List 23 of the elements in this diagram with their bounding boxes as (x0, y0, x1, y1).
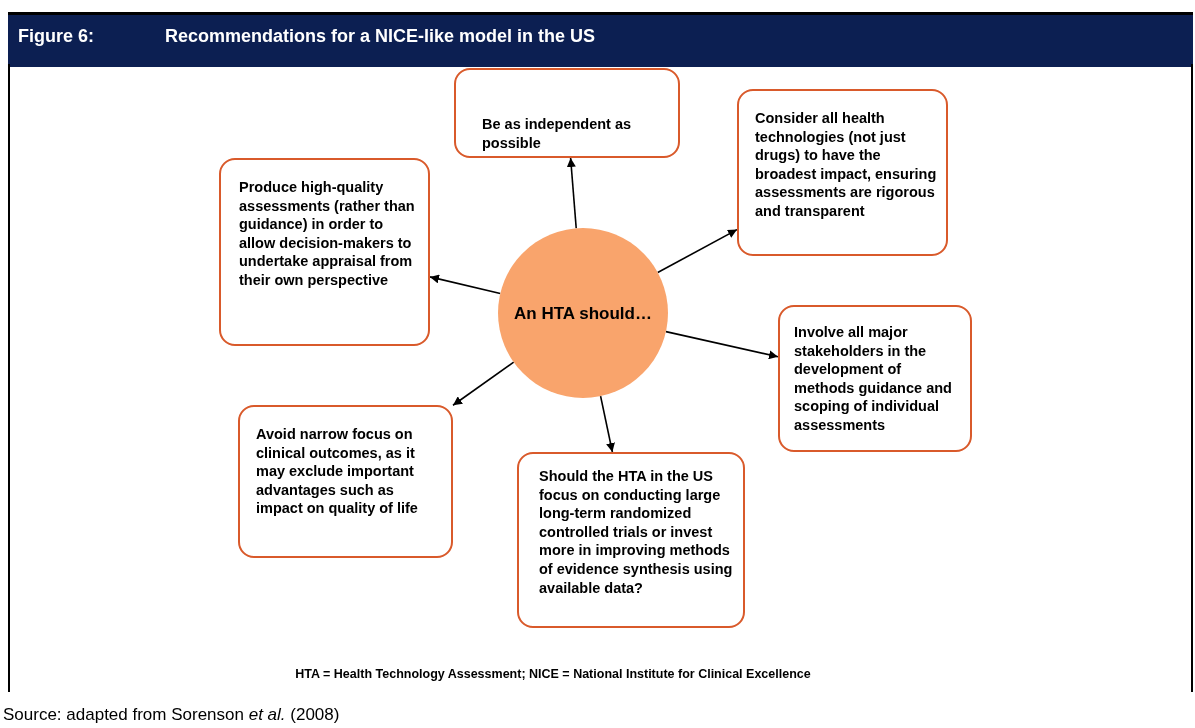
box-text: Consider all health technologies (not just drugs) to have the broadest impact, ensuring assessments are rigorous and transparent (755, 109, 938, 221)
abbreviation-note: HTA = Health Technology Assessment; NICE = National Institute for Clinical Excellence (294, 667, 812, 681)
box-text: Avoid narrow focus on clinical outcomes, as it may exclude important advantages such as impact on quality of life (256, 425, 419, 518)
recommendation-box (737, 89, 948, 256)
recommendation-box (517, 452, 745, 628)
source-note: Source: adapted from Sorenson et al. (2008) (3, 705, 340, 725)
arrow (429, 274, 502, 295)
arrow (566, 157, 577, 230)
figure-number: Figure 6: (18, 26, 94, 47)
box-text: Should the HTA in the US focus on conducting large long-term randomized controlled trials or invest more in improving methods of evidence synthesis using available data? (539, 467, 734, 598)
box-text: Involve all major stakeholders in the development of methods guidance and scoping of individual assessments (794, 323, 953, 435)
arrow (665, 330, 779, 360)
figure-title: Recommendations for a NICE-like model in the US (165, 26, 596, 47)
arrow (452, 361, 515, 407)
recommendation-box (778, 305, 972, 452)
recommendation-box (238, 405, 453, 558)
box-text: Produce high-quality assessments (rather than guidance) in order to allow decision-makers to undertake appraisal from their own perspective (239, 178, 416, 290)
arrow (599, 395, 615, 453)
box-text: Be as independent as possible (482, 115, 633, 153)
arrow (656, 228, 738, 274)
circle-label: An HTA should… (514, 302, 652, 324)
recommendation-box (454, 68, 680, 158)
recommendation-box (219, 158, 430, 346)
